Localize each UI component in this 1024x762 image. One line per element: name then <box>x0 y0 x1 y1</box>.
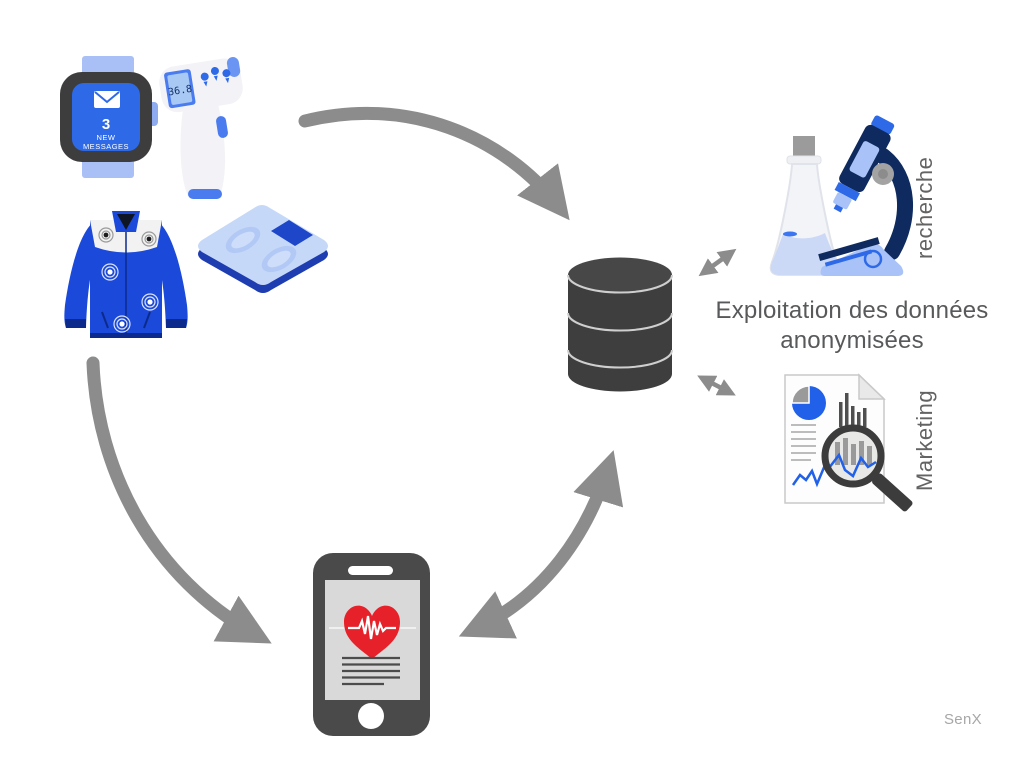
ecg-line-icon <box>348 615 396 640</box>
database-icon <box>567 257 673 392</box>
pie-chart-icon <box>791 385 826 420</box>
jacket-sensor <box>101 263 159 333</box>
watch-screen <box>72 83 140 151</box>
line-chart-icon <box>791 464 827 488</box>
phone-home-button <box>358 703 384 729</box>
thermometer-reading: 36.8 <box>167 84 193 99</box>
watch-notification-line1: NEW <box>97 133 116 142</box>
arrow-database-marketing-icon <box>697 375 736 396</box>
arrow-devices-to-phone-icon <box>86 356 272 644</box>
bar-chart-icon <box>839 393 867 427</box>
thermometer-icon: 36.8 <box>159 57 243 199</box>
marketing-label: Marketing <box>912 389 937 491</box>
microscope-flask-icon <box>769 115 914 276</box>
arrow-database-research-icon <box>698 248 737 277</box>
thermometer-trigger <box>216 116 228 138</box>
marketing-report-magnifier-icon <box>784 373 913 512</box>
microscope-tube <box>833 115 895 213</box>
watch-notification-count: 3 <box>102 116 110 133</box>
smart-scale-icon <box>198 205 328 293</box>
scale-display <box>271 220 313 246</box>
main-caption-line2: anonymisées <box>780 327 924 354</box>
senx-logo: SenX <box>944 711 982 728</box>
footprints <box>225 226 297 273</box>
arrow-devices-to-database-icon <box>298 106 570 221</box>
smartwatch-icon: 3 NEW MESSAGES <box>60 56 158 178</box>
smart-jacket-icon <box>64 211 188 338</box>
watch-notification-line2: MESSAGES <box>83 142 129 151</box>
main-caption: Exploitation des données anonymisées <box>662 296 1024 356</box>
magnifier-icon <box>821 424 885 488</box>
research-label: recherche <box>912 156 937 260</box>
envelope-icon <box>94 91 120 108</box>
jacket-sensor <box>98 227 157 247</box>
smartphone-health-app-icon <box>313 553 430 736</box>
arrow-phone-database-bidirectional-icon <box>458 450 624 639</box>
main-caption-line1: Exploitation des données <box>715 297 989 324</box>
